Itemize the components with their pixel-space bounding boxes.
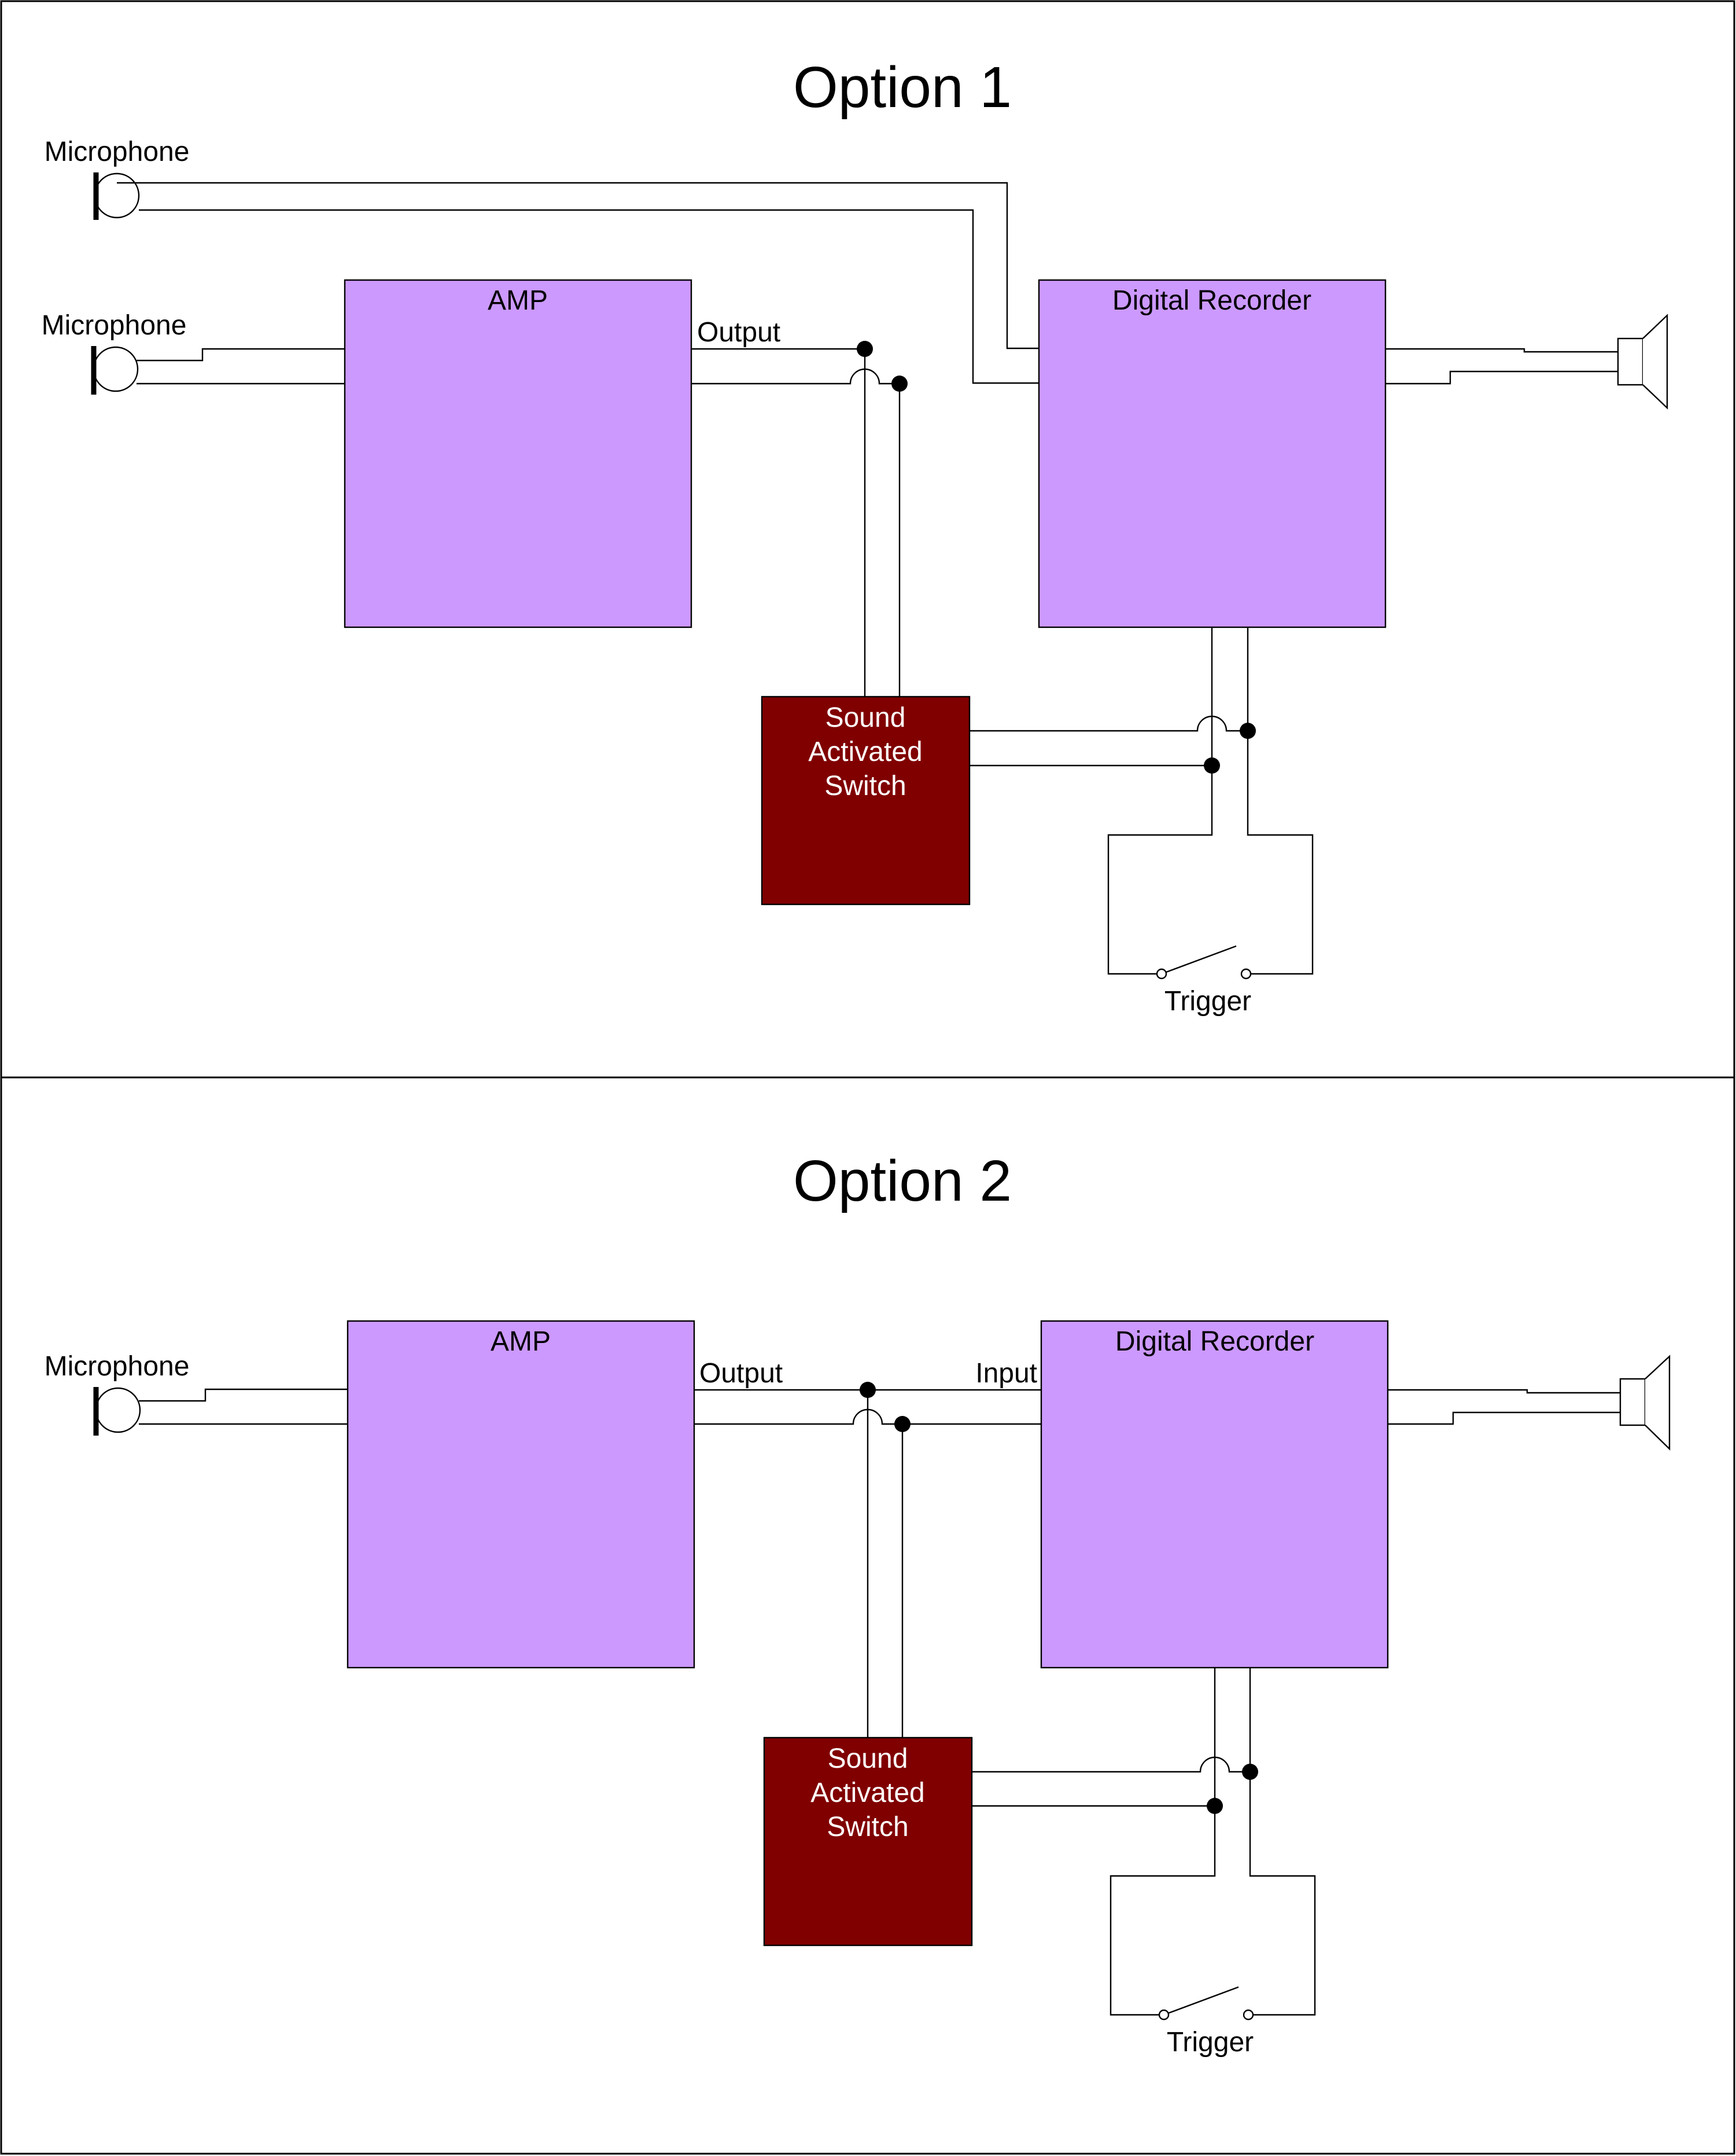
- amp-output-wire-lower: [691, 368, 901, 697]
- mic-amp-wire-upper: [139, 1388, 348, 1402]
- switch-label-line1: Sound: [828, 1743, 908, 1774]
- mic-top-wire-upper: [117, 182, 1039, 349]
- recorder-trigger-wire-right: [1249, 1668, 1316, 2016]
- junction-dot: [1240, 723, 1256, 739]
- recorder-box: [1038, 279, 1387, 628]
- trigger-switch-icon: [1156, 945, 1252, 980]
- option1-title: Option 1: [793, 55, 1012, 120]
- speaker-wire-upper: [1388, 1389, 1620, 1394]
- speaker-wire-upper: [1385, 348, 1618, 353]
- microphone-label: Microphone: [42, 310, 187, 341]
- output-label: Output: [697, 317, 780, 348]
- input-label: Input: [975, 1358, 1037, 1389]
- speaker-wire-lower: [1388, 1411, 1620, 1425]
- sound-activated-switch-box: [761, 696, 971, 906]
- option1-panel: Option 1 Microphone Microphone AMP Outpu…: [42, 55, 1668, 1017]
- amp-label: AMP: [491, 1326, 551, 1357]
- microphone-icon: [93, 1387, 141, 1436]
- switch-label-line1: Sound: [825, 702, 906, 733]
- microphone-icon: [91, 346, 139, 395]
- microphone-top-icon: [93, 172, 140, 220]
- microphone-top-label: Microphone: [45, 137, 190, 167]
- recorder-label: Digital Recorder: [1112, 285, 1311, 316]
- option2-panel: Option 2 Microphone AMP Output Input Dig…: [45, 1149, 1671, 2058]
- amp-box: [347, 1320, 695, 1669]
- speaker-icon: [1619, 1355, 1671, 1451]
- junction-dot: [894, 1416, 911, 1432]
- junction-dot: [1207, 1798, 1223, 1814]
- microphone-label: Microphone: [45, 1351, 190, 1382]
- junction-dot: [857, 341, 873, 357]
- mic-amp-wire-upper: [137, 348, 345, 362]
- mic-top-wire-lower: [139, 209, 1039, 384]
- sound-activated-switch-box: [763, 1736, 973, 1947]
- junction-dot: [1242, 1764, 1258, 1780]
- junction-dot: [891, 376, 908, 392]
- trigger-label: Trigger: [1167, 2027, 1254, 2058]
- speaker-wire-lower: [1385, 370, 1618, 385]
- trigger-switch-icon: [1158, 1986, 1254, 2021]
- recorder-trigger-wire-right: [1247, 627, 1314, 975]
- switch-label-line3: Switch: [827, 1812, 908, 1842]
- amp-box: [344, 279, 692, 628]
- trigger-label: Trigger: [1164, 986, 1251, 1017]
- switch-label-line2: Activated: [808, 737, 922, 767]
- junction-dot: [860, 1382, 876, 1398]
- output-label: Output: [699, 1358, 783, 1389]
- speaker-icon: [1617, 314, 1668, 410]
- option2-title: Option 2: [793, 1149, 1012, 1213]
- switch-label-line2: Activated: [810, 1778, 924, 1808]
- recorder-box: [1040, 1320, 1389, 1669]
- recorder-label: Digital Recorder: [1115, 1326, 1314, 1357]
- amp-label: AMP: [488, 285, 548, 316]
- junction-dot: [1204, 757, 1220, 774]
- switch-label-line3: Switch: [824, 771, 906, 801]
